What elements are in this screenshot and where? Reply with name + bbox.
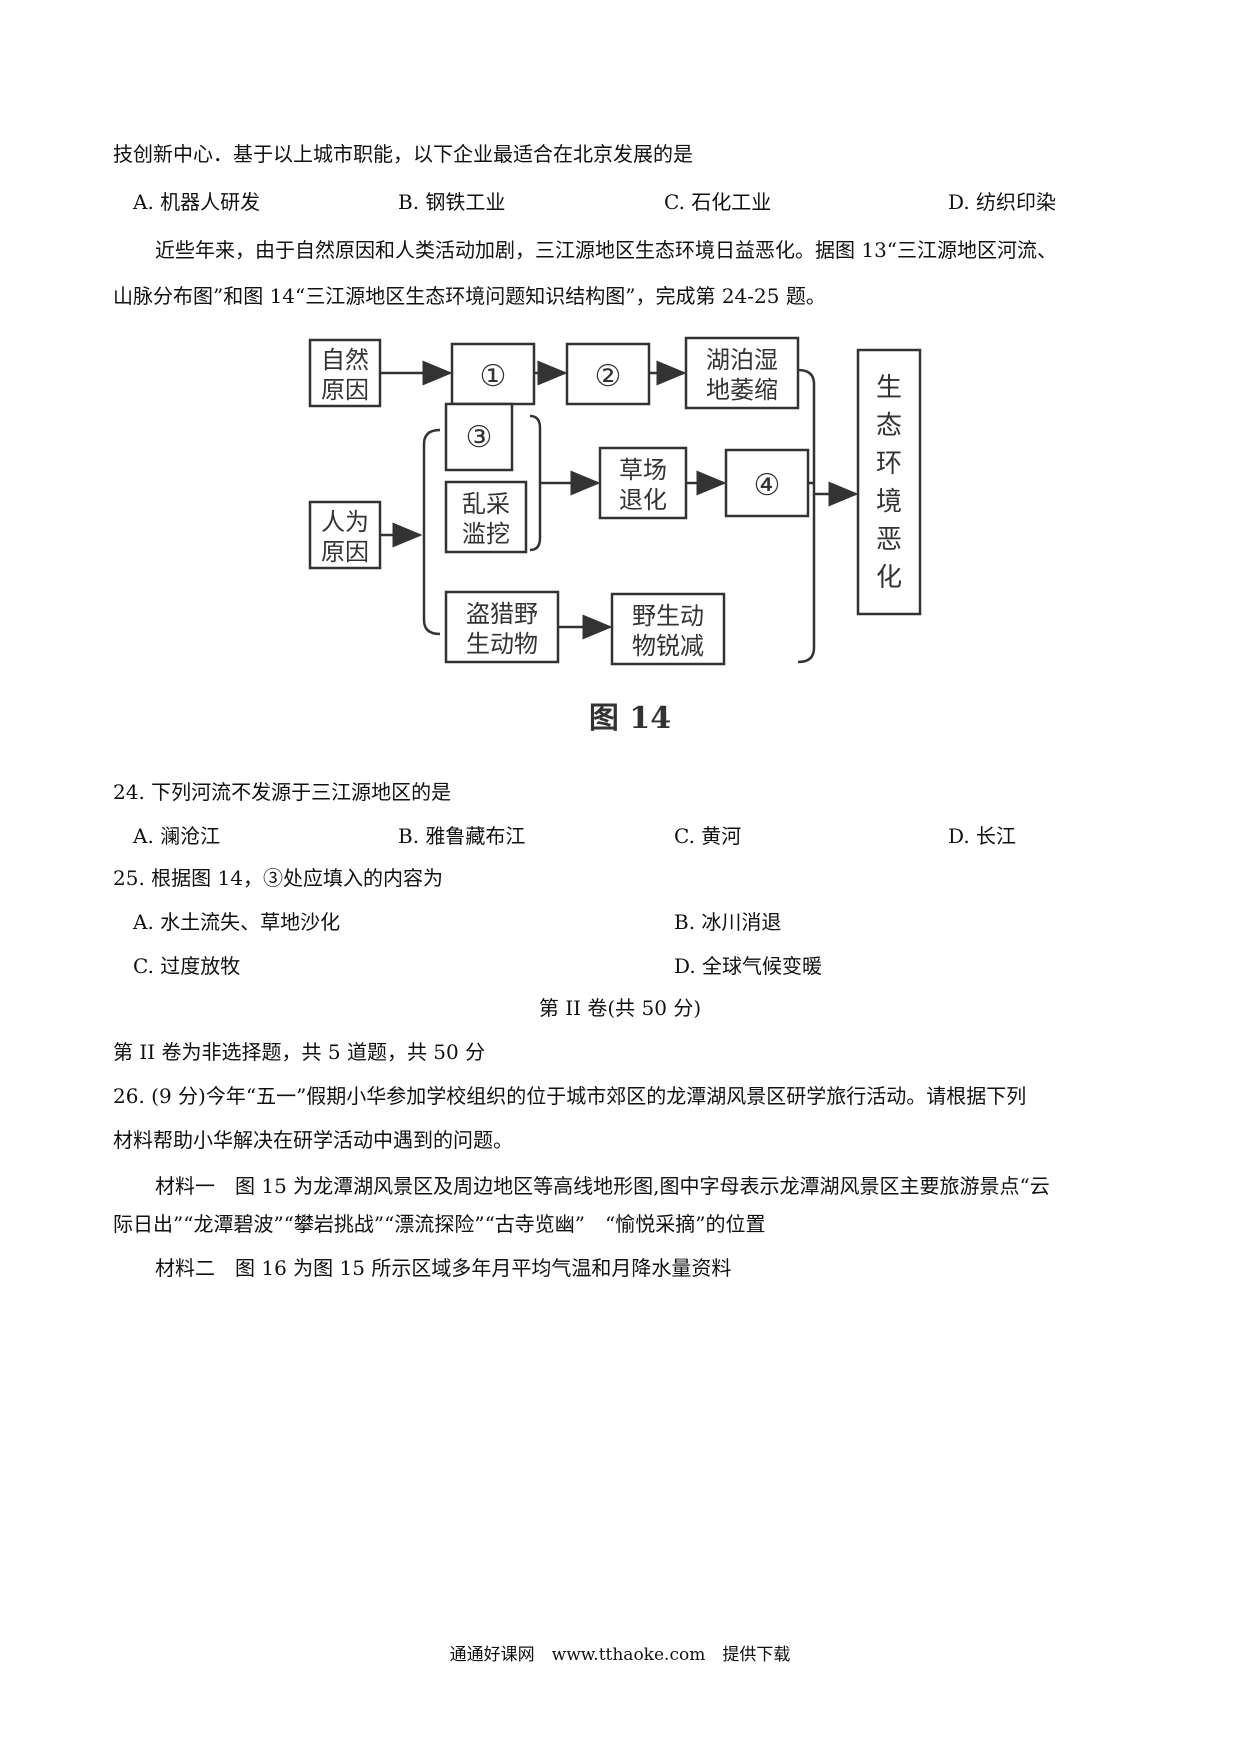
result-bracket [797, 368, 816, 664]
poaching-box: 盗猎野 生动物 [444, 590, 560, 664]
material-2-text: 材料二 图 16 为图 15 所示区域多年月平均气温和月降水量资料 [155, 1256, 732, 1280]
q23-option-b: B. 钢铁工业 [398, 190, 506, 214]
figure-14-diagram: 自然 原因 ① ② 湖泊湿 地萎缩 人为 原因 ③ 乱采 滥挖 草场 退化 [308, 336, 922, 736]
q23-tail-text: 技创新中心．基于以上城市职能，以下企业最适合在北京发展的是 [113, 142, 693, 166]
grassland-degradation-box: 草场 退化 [598, 446, 688, 520]
mining-box: 乱采 滥挖 [444, 480, 528, 554]
q24-stem: 24. 下列河流不发源于三江源地区的是 [113, 780, 452, 804]
intro-line-1: 近些年来，由于自然原因和人类活动加剧，三江源地区生态环境日益恶化。据图 13“三… [155, 238, 1058, 262]
q24-option-c: C. 黄河 [674, 824, 742, 848]
result-char-2: 态 [876, 411, 902, 441]
material-1-line-1: 材料一 图 15 为龙潭湖风景区及周边地区等高线地形图,图中字母表示龙潭湖风景区… [155, 1174, 1050, 1198]
mining-label-1: 乱采 [462, 490, 510, 518]
result-char-5: 恶 [876, 525, 902, 555]
q23-option-d: D. 纺织印染 [948, 190, 1057, 214]
wildlife-label-1: 野生动 [632, 602, 704, 630]
human-cause-label-2: 原因 [321, 538, 369, 566]
blank-3-box: ③ [444, 402, 514, 472]
wildlife-label-2: 物锐减 [632, 632, 704, 660]
blank-2-box: ② [565, 342, 651, 406]
lake-shrink-label-1: 湖泊湿 [706, 346, 778, 374]
q23-option-a: A. 机器人研发 [133, 190, 261, 214]
blank-4-label: ④ [754, 468, 781, 503]
blank-1-box: ① [450, 342, 536, 406]
q26-line-2: 材料帮助小华解决在研学活动中遇到的问题。 [113, 1128, 513, 1152]
result-char-3: 环 [876, 449, 902, 479]
section-2-description: 第 II 卷为非选择题，共 5 道题，共 50 分 [113, 1040, 486, 1064]
q25-option-a: A. 水土流失、草地沙化 [133, 910, 341, 934]
result-char-4: 境 [876, 487, 902, 517]
page-footer: 通通好课网 www.tthaoke.com 提供下载 [449, 1645, 791, 1665]
grassland-label-1: 草场 [619, 456, 667, 484]
grass-causes-bracket [529, 414, 542, 552]
section-2-title: 第 II 卷(共 50 分) [538, 996, 702, 1020]
lake-shrink-box: 湖泊湿 地萎缩 [684, 336, 800, 410]
human-branch-bracket [422, 428, 441, 636]
lake-shrink-label-2: 地萎缩 [706, 376, 778, 404]
poaching-label-2: 生动物 [466, 630, 538, 658]
result-char-1: 生 [876, 373, 902, 403]
q23-option-c: C. 石化工业 [664, 190, 772, 214]
intro-line-2: 山脉分布图”和图 14“三江源地区生态环境问题知识结构图”，完成第 24-25 … [113, 284, 826, 308]
human-cause-label-1: 人为 [321, 508, 369, 536]
q24-option-d: D. 长江 [948, 824, 1017, 848]
natural-cause-box: 自然 原因 [308, 338, 382, 408]
result-char-6: 化 [876, 563, 902, 593]
q25-option-d: D. 全球气候变暖 [674, 954, 823, 978]
mining-label-2: 滥挖 [462, 520, 510, 548]
blank-4-box: ④ [724, 448, 810, 518]
poaching-label-1: 盗猎野 [466, 600, 538, 628]
natural-cause-label-1: 自然 [321, 346, 369, 374]
q24-option-a: A. 澜沧江 [133, 824, 221, 848]
q25-stem: 25. 根据图 14，③处应填入的内容为 [113, 866, 443, 890]
grassland-label-2: 退化 [619, 486, 667, 514]
q26-line-1: 26. (9 分)今年“五一”假期小华参加学校组织的位于城市郊区的龙潭湖风景区研… [113, 1084, 1027, 1108]
wildlife-decline-box: 野生动 物锐减 [610, 592, 726, 666]
figure-caption: 图 14 [589, 701, 671, 736]
natural-cause-label-2: 原因 [321, 376, 369, 404]
blank-3-label: ③ [466, 420, 493, 455]
human-cause-box: 人为 原因 [308, 500, 382, 570]
material-1-line-2: 际日出”“龙潭碧波”“攀岩挑战”“漂流探险”“古寺览幽” “愉悦采摘”的位置 [113, 1212, 766, 1236]
q25-option-c: C. 过度放牧 [133, 954, 241, 978]
blank-1-label: ① [480, 359, 507, 394]
q25-option-b: B. 冰川消退 [674, 910, 782, 934]
blank-2-label: ② [595, 359, 622, 394]
q24-option-b: B. 雅鲁藏布江 [398, 824, 526, 848]
eco-deterioration-box: 生 态 环 境 恶 化 [856, 348, 922, 616]
